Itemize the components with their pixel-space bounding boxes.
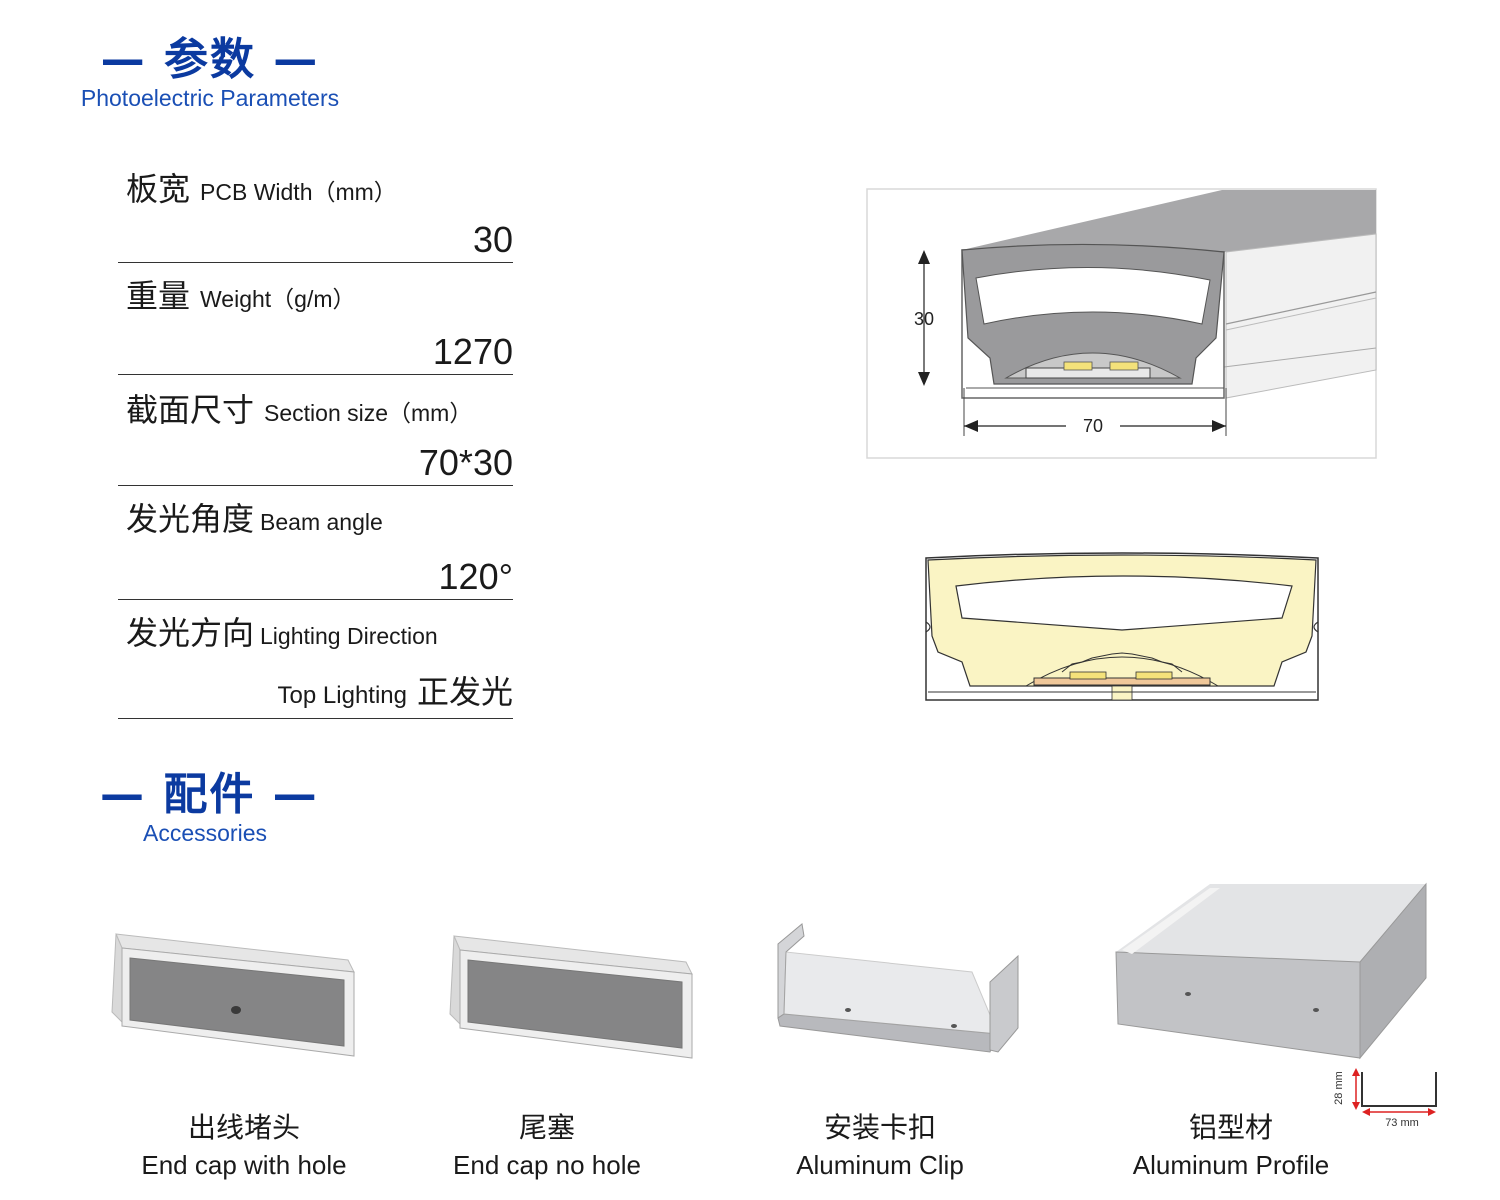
param-label-zh: 发光角度 bbox=[126, 500, 255, 538]
end-cap-with-hole-image bbox=[111, 933, 355, 1057]
accessories-section-subtitle: Accessories bbox=[143, 820, 267, 846]
accessory-label-zh: 安装卡扣 bbox=[823, 1111, 936, 1144]
profile-height-label: 28 mm bbox=[1333, 1071, 1345, 1105]
param-value-en: Top Lighting bbox=[277, 682, 407, 709]
param-label-zh: 重量 bbox=[126, 277, 191, 315]
accessory-label-zh: 铝型材 bbox=[1188, 1111, 1273, 1144]
profile-dimension-figure: 28 mm 73 mm bbox=[1333, 1068, 1437, 1129]
accessory-label-en: End cap with hole bbox=[141, 1150, 347, 1180]
param-label-en: Lighting Direction bbox=[260, 623, 438, 649]
aluminum-profile-image bbox=[1115, 882, 1427, 1060]
accessory-label-zh: 尾塞 bbox=[518, 1111, 575, 1144]
profile-width-label: 73 mm bbox=[1385, 1117, 1419, 1129]
params-section-title: — 参数 — bbox=[100, 34, 320, 85]
accessory-label-en: End cap no hole bbox=[453, 1150, 641, 1180]
param-value: 30 bbox=[472, 219, 513, 260]
param-value: 70*30 bbox=[418, 442, 513, 483]
param-label-en: Beam angle bbox=[260, 509, 383, 535]
accessory-label-en: Aluminum Clip bbox=[796, 1150, 964, 1180]
accessory-label-zh: 出线堵头 bbox=[187, 1111, 300, 1144]
accessories-section-header: — 配件 — Accessories bbox=[100, 769, 319, 847]
glow-section-diagram bbox=[925, 552, 1319, 701]
aluminum-clip-image bbox=[777, 923, 1019, 1053]
param-section-size: 截面尺寸 Section size（mm） 70*30 bbox=[118, 375, 513, 486]
param-pcb-width: 板宽 PCB Width（mm） 30 bbox=[118, 160, 513, 263]
profile-3d-diagram: 30 70 bbox=[866, 188, 1377, 459]
param-label-en: Section size（mm） bbox=[264, 400, 473, 426]
params-section-subtitle: Photoelectric Parameters bbox=[80, 85, 340, 111]
param-weight: 重量 Weight（g/m） 1270 bbox=[118, 263, 513, 375]
param-value: Top Lighting 正发光 bbox=[278, 671, 513, 716]
end-cap-no-hole-image bbox=[449, 935, 693, 1059]
param-label-zh: 截面尺寸 bbox=[126, 391, 255, 429]
parameters-list: 板宽 PCB Width（mm） 30 重量 Weight（g/m） 1270 截面… bbox=[118, 160, 513, 719]
accessory-item: 铝型材 Aluminum Profile bbox=[1100, 1110, 1362, 1184]
param-label-en: PCB Width（mm） bbox=[200, 179, 397, 205]
width-dimension-label: 70 bbox=[1083, 416, 1103, 436]
params-section-header: — 参数 — Photoelectric Parameters bbox=[70, 34, 350, 112]
param-value: 120° bbox=[438, 556, 513, 597]
height-dimension-label: 30 bbox=[914, 309, 934, 329]
param-label-zh: 发光方向 bbox=[126, 614, 255, 652]
accessories-section-title: — 配件 — bbox=[100, 769, 319, 820]
accessory-label-en: Aluminum Profile bbox=[1132, 1150, 1330, 1180]
accessory-item: 安装卡扣 Aluminum Clip bbox=[760, 1110, 1000, 1184]
accessory-item: 尾塞 End cap no hole bbox=[427, 1110, 667, 1184]
param-value: 1270 bbox=[432, 331, 513, 372]
param-value-zh: 正发光 bbox=[416, 673, 513, 711]
param-label-en: Weight（g/m） bbox=[200, 286, 356, 312]
accessory-item: 出线堵头 End cap with hole bbox=[114, 1110, 374, 1184]
param-label-zh: 板宽 bbox=[126, 170, 191, 208]
